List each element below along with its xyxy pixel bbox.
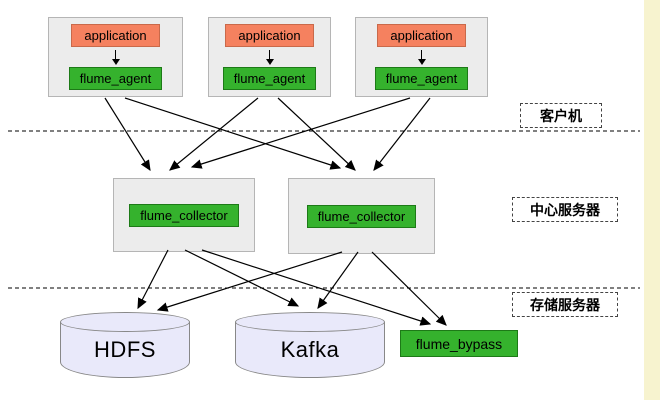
kafka-label: Kafka xyxy=(280,336,340,362)
agent-to-collector-arrows xyxy=(104,97,431,172)
flume-agent-node-3: flume_agent xyxy=(374,67,469,90)
client-node-3: application flume_agent xyxy=(355,17,488,97)
collector-node-2: flume_collector xyxy=(288,178,435,254)
tier-label-client: 客户机 xyxy=(520,103,602,128)
hdfs-cylinder: HDFS xyxy=(60,312,190,378)
tier-label-central: 中心服务器 xyxy=(512,197,618,222)
flume-agent-node-2: flume_agent xyxy=(222,67,317,90)
application-node-2: application xyxy=(225,24,314,47)
tier-label-storage: 存储服务器 xyxy=(512,292,618,317)
app-to-agent-arrow-3 xyxy=(417,49,426,65)
kafka-cylinder: Kafka xyxy=(235,312,385,378)
page-edge-stripe xyxy=(644,0,660,400)
hdfs-label: HDFS xyxy=(94,336,156,362)
flume-agent-node-1: flume_agent xyxy=(68,67,163,90)
client-node-1: application flume_agent xyxy=(48,17,183,97)
app-to-agent-arrow-2 xyxy=(265,49,274,65)
collector-node-1: flume_collector xyxy=(113,178,255,252)
flume-collector-label-1: flume_collector xyxy=(129,203,239,227)
client-node-2: application flume_agent xyxy=(208,17,331,97)
app-to-agent-arrow-1 xyxy=(111,49,120,65)
application-node-3: application xyxy=(377,24,466,47)
flume-collector-label-2: flume_collector xyxy=(306,204,417,228)
application-node-1: application xyxy=(71,24,160,47)
flume-bypass-node: flume_bypass xyxy=(400,330,518,357)
